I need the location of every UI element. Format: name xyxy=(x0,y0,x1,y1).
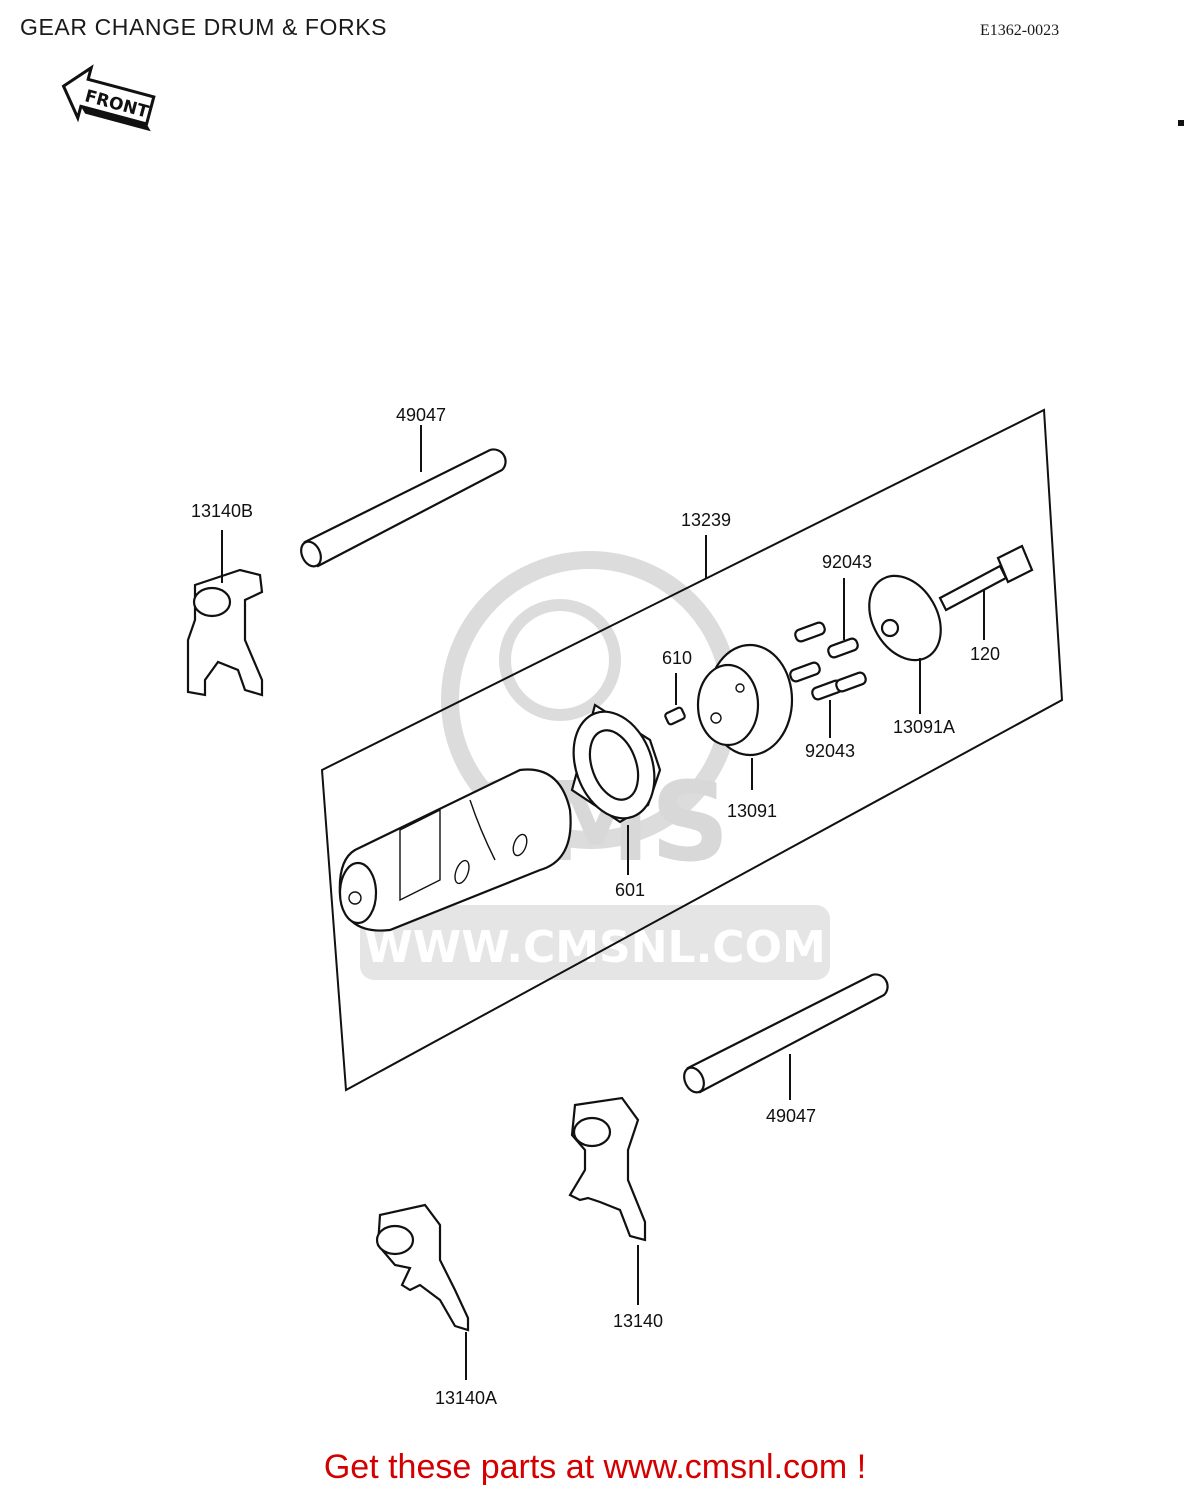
label-92043-bottom: 92043 xyxy=(805,741,855,761)
label-120: 120 xyxy=(970,644,1000,664)
label-601: 601 xyxy=(615,880,645,900)
label-49047-upper: 49047 xyxy=(396,405,446,425)
label-610: 610 xyxy=(662,648,692,668)
label-13091a: 13091A xyxy=(893,717,955,737)
holder-13091 xyxy=(696,643,794,790)
page-title: GEAR CHANGE DRUM & FORKS xyxy=(20,14,388,40)
bearing-601 xyxy=(570,703,662,875)
watermark-url: WWW.CMSNL.COM xyxy=(364,922,826,973)
pins-92043 xyxy=(789,578,867,738)
front-arrow-icon: FRONT xyxy=(61,64,156,132)
plate-13091a xyxy=(868,574,942,714)
fork-13140a xyxy=(375,1203,470,1380)
margin-mark xyxy=(1178,120,1184,126)
label-49047-lower: 49047 xyxy=(766,1106,816,1126)
bolt-120 xyxy=(938,544,1034,640)
fork-13140 xyxy=(568,1096,647,1305)
exploded-parts-diagram: CMS WWW.CMSNL.COM FRONT xyxy=(61,64,1184,1408)
label-13140: 13140 xyxy=(613,1311,663,1331)
shaft-lower xyxy=(683,973,889,1100)
drum-assembly-frame xyxy=(320,408,1064,1092)
label-13140a: 13140A xyxy=(435,1388,497,1408)
label-13140b: 13140B xyxy=(191,501,253,521)
diagram-code: E1362-0023 xyxy=(980,22,1060,39)
label-13239: 13239 xyxy=(681,510,731,530)
label-92043-top: 92043 xyxy=(822,552,872,572)
pin-610 xyxy=(664,673,686,726)
fork-13140b xyxy=(186,530,264,697)
footer-link[interactable]: Get these parts at www.cmsnl.com ! xyxy=(323,1448,867,1486)
shaft-upper xyxy=(300,425,507,568)
label-13091: 13091 xyxy=(727,801,777,821)
shift-drum xyxy=(338,535,707,932)
